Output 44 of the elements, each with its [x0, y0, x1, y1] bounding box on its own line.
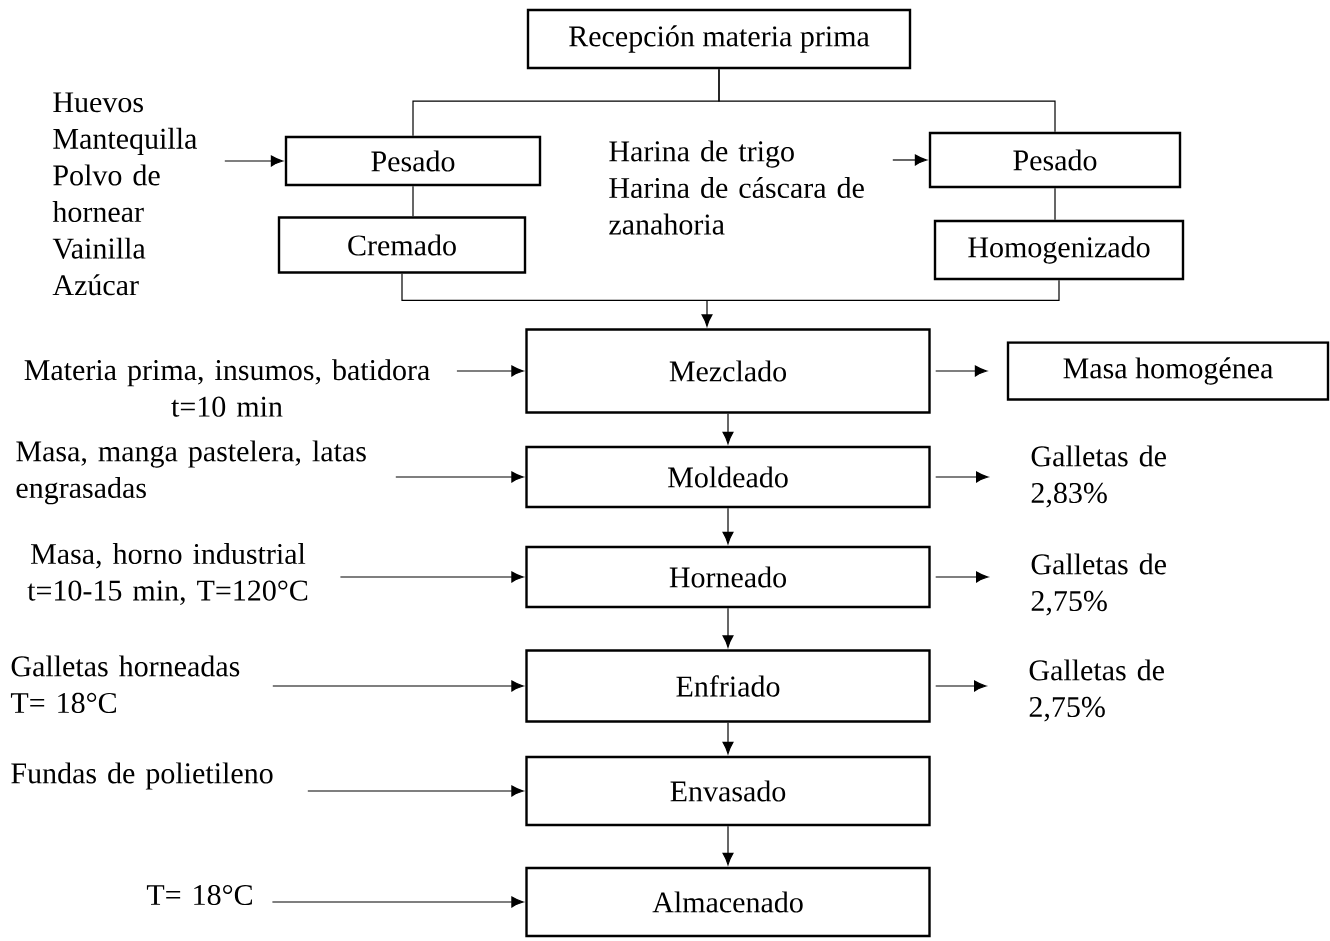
arrow	[722, 825, 734, 866]
flow-text: Harina de trigo Harina de cáscara de zanahoria	[609, 140, 864, 235]
flow-text: Fundas de polietileno	[11, 762, 273, 790]
process-box: Mezclado	[525, 328, 931, 414]
process-box: Masa homogénea	[1006, 341, 1330, 401]
process-box: Envasado	[525, 755, 931, 827]
process-box: Horneado	[525, 545, 931, 609]
flow-text: Materia prima, insumos, batidora t=10 min	[24, 359, 430, 417]
arrow	[722, 507, 734, 545]
arrow	[456, 365, 524, 377]
flow-text: Galletas de 2,75%	[1029, 659, 1164, 722]
arrow	[701, 299, 713, 327]
arrow	[935, 471, 989, 483]
arrow	[271, 896, 524, 908]
arrow	[307, 785, 524, 797]
arrow	[722, 722, 734, 755]
arrow	[892, 154, 928, 166]
arrow	[272, 680, 524, 692]
flow-text: Galletas de 2,75%	[1031, 553, 1166, 616]
flow-text: Masa, manga pastelera, latas engrasadas	[16, 440, 366, 505]
flow-text: Galletas de 2,83%	[1031, 445, 1166, 508]
arrow	[722, 413, 734, 445]
connector-line	[412, 185, 414, 217]
arrow	[935, 365, 988, 377]
connector-line	[718, 68, 1056, 133]
arrow	[935, 571, 989, 583]
process-box: Enfriado	[525, 649, 931, 723]
arrow	[395, 471, 524, 483]
flow-text: Galletas horneadas T= 18°C	[10, 655, 240, 714]
process-box: Moldeado	[525, 445, 931, 509]
flow-text: T= 18°C	[146, 884, 252, 906]
arrow	[935, 680, 987, 692]
arrow	[339, 571, 524, 583]
arrow	[722, 607, 734, 648]
flow-text: Huevos Mantequilla Polvo de hornear Vainilla Azúcar	[52, 92, 197, 296]
process-box: Recepción materia prima	[526, 8, 912, 70]
process-box: Homogenizado	[933, 219, 1185, 281]
process-box: Pesado	[928, 131, 1182, 189]
arrow	[224, 155, 284, 167]
process-box: Almacenado	[525, 866, 931, 938]
process-box: Cremado	[277, 216, 527, 274]
connector-line	[1054, 187, 1056, 221]
process-box: Pesado	[284, 135, 542, 187]
flow-text: Masa, horno industrial t=10-15 min, T=120°C	[27, 543, 308, 605]
